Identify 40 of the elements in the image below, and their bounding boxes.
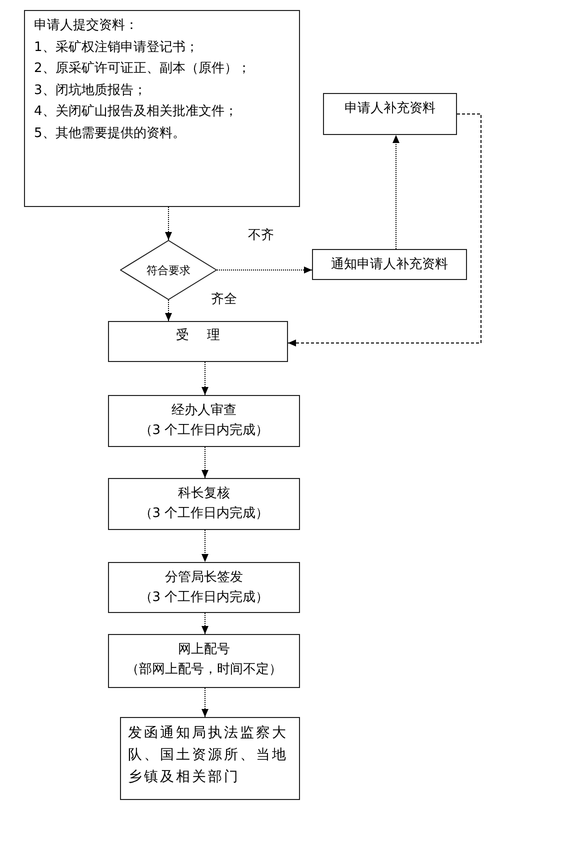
list-item: 4、关闭矿山报告及相关批准文件； — [34, 103, 238, 121]
arrow — [202, 362, 208, 396]
arrow — [202, 446, 208, 478]
process-box — [323, 93, 457, 135]
step-title: 网上配号 — [177, 641, 231, 659]
arrow — [165, 206, 172, 240]
arrow — [202, 612, 208, 634]
process-box — [120, 717, 300, 800]
process-box — [312, 249, 467, 280]
process-box — [108, 321, 288, 362]
decision-label: 符合要求 — [146, 264, 190, 276]
step-label: 通知申请人补充资料 — [330, 256, 449, 273]
step-label: 受 理 — [174, 327, 222, 344]
process-box — [108, 478, 300, 530]
heading-text: 申请人提交资料： — [34, 17, 139, 35]
arrow — [288, 114, 482, 346]
list-item: 2、原采矿许可证正、副本（原件）； — [34, 60, 252, 78]
duration-note: （3 个工作日内完成） — [138, 589, 270, 607]
list-item: 5、其他需要提供的资料。 — [34, 124, 186, 142]
process-box — [108, 634, 300, 688]
list-item: 3、闭坑地质报告； — [34, 82, 148, 100]
duration-note: （3 个工作日内完成） — [138, 505, 270, 523]
duration-note: （3 个工作日内完成） — [138, 422, 270, 440]
arrow — [202, 688, 208, 718]
list-item: 1、采矿权注销申请登记书； — [34, 38, 200, 56]
step-label: 申请人补充资料 — [344, 100, 436, 117]
arrow — [216, 266, 312, 274]
arrow — [165, 300, 172, 322]
step-title: 分管局长签发 — [164, 569, 244, 587]
duration-note: （部网上配号，时间不定） — [125, 661, 283, 679]
arrow — [392, 134, 400, 250]
edge-label: 不齐 — [247, 228, 275, 242]
arrow — [202, 530, 208, 562]
process-box — [24, 10, 300, 207]
step-label: 发函通知局执法监察大队、国土资源所、当地乡镇及相关部门 — [128, 724, 289, 787]
step-title: 经办人审查 — [170, 402, 238, 420]
process-box — [108, 562, 300, 613]
step-title: 科长复核 — [177, 485, 231, 503]
process-box — [108, 395, 300, 447]
edge-label: 齐全 — [210, 292, 238, 306]
